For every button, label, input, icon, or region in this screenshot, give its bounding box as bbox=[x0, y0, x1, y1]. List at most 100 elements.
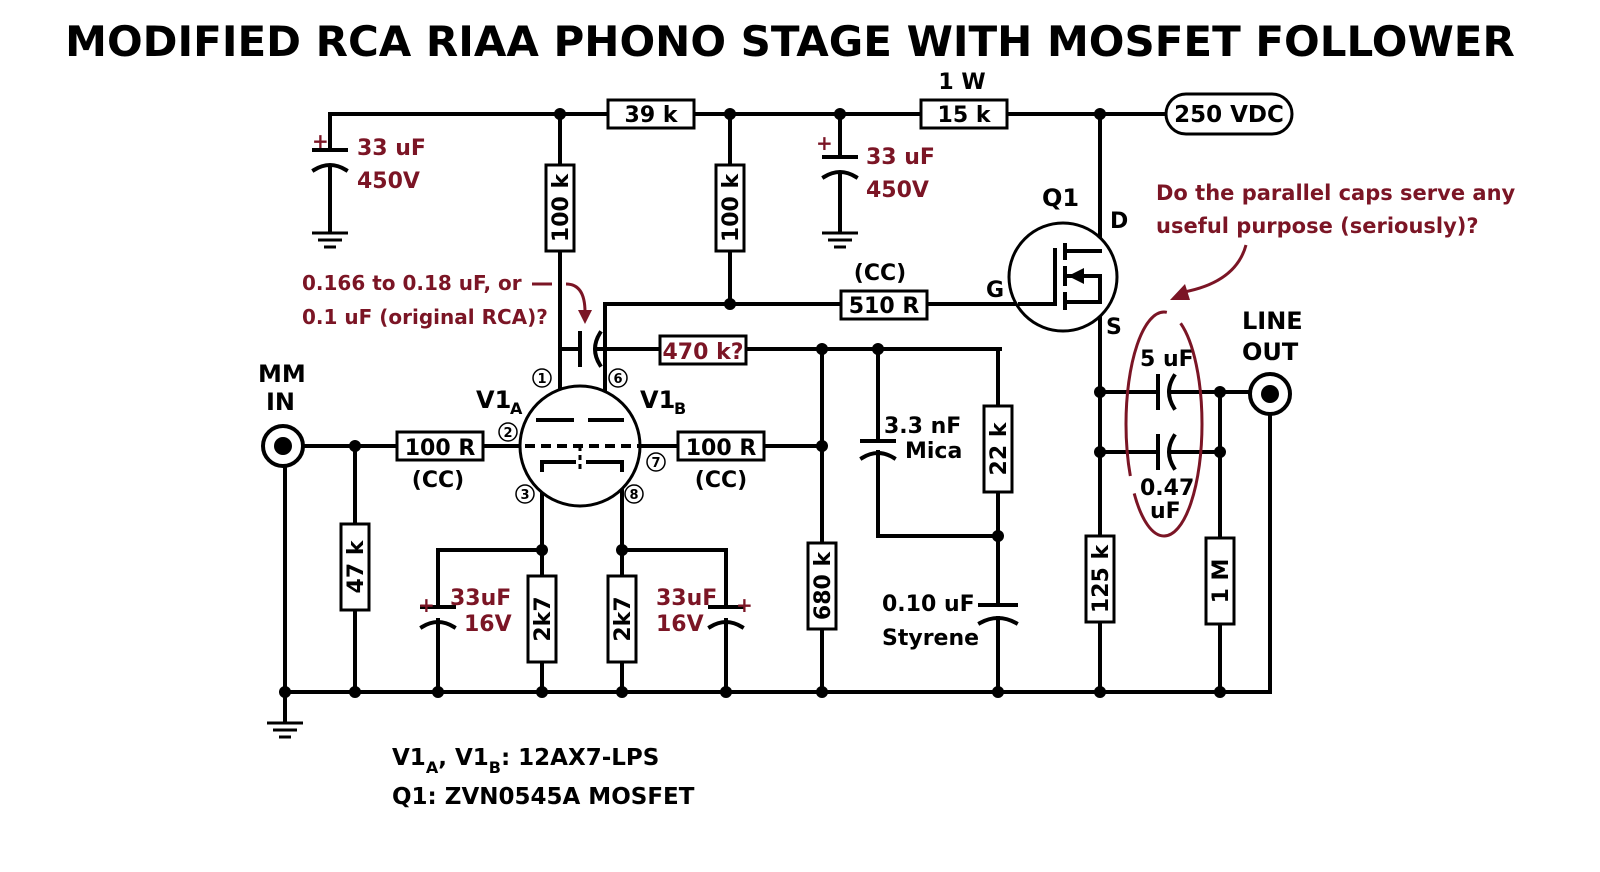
svg-text:3: 3 bbox=[520, 488, 529, 503]
svg-text:125 k: 125 k bbox=[1089, 544, 1114, 614]
cap-33uf-450v-left: + 33 uF 450V bbox=[311, 129, 426, 194]
cap-33uf-16v-b: + 33uF 16V bbox=[656, 586, 753, 637]
svg-text:250 VDC: 250 VDC bbox=[1174, 102, 1284, 128]
svg-text:3.3 nF: 3.3 nF bbox=[884, 414, 961, 439]
resistor-47k: 47 k bbox=[339, 522, 371, 612]
ground-symbol-left bbox=[312, 231, 348, 249]
svg-text:15 k: 15 k bbox=[938, 103, 992, 128]
svg-text:2: 2 bbox=[503, 426, 512, 441]
svg-text:(CC): (CC) bbox=[412, 468, 464, 493]
cap-33uf-16v-a: + 33uF 16V bbox=[418, 586, 512, 637]
line-out-jack[interactable] bbox=[1248, 372, 1292, 416]
svg-text:470 k?: 470 k? bbox=[663, 340, 744, 365]
svg-text:+: + bbox=[816, 131, 833, 155]
page-title: MODIFIED RCA RIAA PHONO STAGE WITH MOSFE… bbox=[65, 17, 1515, 66]
gate-label: G bbox=[986, 278, 1004, 303]
drain-label: D bbox=[1110, 209, 1128, 234]
svg-text:Mica: Mica bbox=[905, 439, 962, 464]
pin-number-7: 7 bbox=[646, 452, 666, 472]
svg-text:(CC): (CC) bbox=[854, 261, 906, 286]
supply-terminal: 250 VDC bbox=[1164, 92, 1294, 136]
coupling-capacitor bbox=[578, 330, 612, 368]
resistor-100k-a: 100 k bbox=[544, 163, 576, 253]
svg-text:680 k: 680 k bbox=[811, 551, 836, 621]
resistor-39k: 39 k bbox=[606, 98, 696, 130]
svg-text:+: + bbox=[312, 129, 329, 153]
parallel-caps-question: Do the parallel caps serve any useful pu… bbox=[1124, 181, 1516, 538]
svg-text:33 uF: 33 uF bbox=[866, 145, 935, 170]
svg-text:1 M: 1 M bbox=[1209, 559, 1234, 604]
cap-0-10uf-styrene: 0.10 uF Styrene bbox=[882, 592, 1019, 651]
svg-text:+: + bbox=[736, 593, 753, 617]
svg-text:2k7: 2k7 bbox=[611, 596, 636, 641]
svg-text:100 k: 100 k bbox=[549, 173, 574, 243]
svg-text:8: 8 bbox=[629, 488, 638, 503]
resistor-470k: 470 k? bbox=[658, 334, 748, 366]
svg-text:16V: 16V bbox=[464, 612, 512, 637]
mosfet-label: Q1 bbox=[1042, 184, 1079, 212]
svg-text:Styrene: Styrene bbox=[882, 626, 979, 651]
tube-v1 bbox=[518, 384, 642, 508]
resistor-1m: 1 M bbox=[1204, 536, 1236, 626]
svg-text:1 W: 1 W bbox=[938, 70, 985, 95]
resistor-22k: 22 k bbox=[982, 404, 1014, 494]
svg-text:V1A, V1B: 12AX7-LPS: V1A, V1B: 12AX7-LPS bbox=[392, 745, 659, 777]
svg-text:A: A bbox=[510, 399, 523, 418]
cap-5uf-output: 5 uF bbox=[1140, 347, 1194, 411]
svg-text:33uF: 33uF bbox=[656, 586, 717, 611]
svg-text:33uF: 33uF bbox=[450, 586, 511, 611]
resistor-2k7-a: 2k7 bbox=[526, 574, 558, 664]
resistor-100r-out: 100 R (CC) bbox=[676, 430, 766, 493]
tube-label-v1a: V1 A bbox=[476, 386, 523, 418]
svg-text:7: 7 bbox=[651, 456, 660, 471]
svg-text:510 R: 510 R bbox=[849, 294, 920, 319]
junction-dots bbox=[279, 108, 1226, 698]
svg-text:+: + bbox=[418, 593, 435, 617]
cap-value-annotation: 0.166 to 0.18 uF, or 0.1 uF (original RC… bbox=[302, 271, 592, 329]
resistor-2k7-b: 2k7 bbox=[606, 574, 638, 664]
ground-symbol-bottom bbox=[267, 721, 303, 739]
svg-text:2k7: 2k7 bbox=[531, 596, 556, 641]
svg-text:39 k: 39 k bbox=[625, 103, 679, 128]
svg-text:1: 1 bbox=[537, 372, 546, 387]
svg-text:V1: V1 bbox=[640, 386, 675, 414]
cap-3-3nf-mica: 3.3 nF Mica bbox=[859, 414, 962, 464]
svg-text:0.1 uF (original RCA)?: 0.1 uF (original RCA)? bbox=[302, 305, 548, 329]
svg-text:100 R: 100 R bbox=[405, 436, 476, 461]
resistor-100k-b: 100 k bbox=[714, 163, 746, 253]
line-out-label-1: LINE bbox=[1242, 307, 1303, 335]
cap-33uf-450v-mid: + 33 uF 450V bbox=[816, 131, 935, 203]
svg-text:6: 6 bbox=[613, 372, 622, 387]
svg-text:uF: uF bbox=[1150, 499, 1181, 524]
svg-text:0.47: 0.47 bbox=[1140, 476, 1194, 501]
resistor-510r: 510 R (CC) bbox=[839, 261, 929, 321]
parts-list-mosfet: Q1: ZVN0545A MOSFET bbox=[392, 784, 695, 810]
svg-text:16V: 16V bbox=[656, 612, 704, 637]
svg-text:Do the parallel caps serve any: Do the parallel caps serve any bbox=[1156, 181, 1516, 205]
mm-in-label-1: MM bbox=[258, 360, 306, 388]
mm-in-label-2: IN bbox=[266, 388, 295, 416]
svg-text:B: B bbox=[674, 399, 686, 418]
cap-047uf-output: 0.47 uF bbox=[1140, 433, 1194, 524]
resistor-100r-in: 100 R (CC) bbox=[395, 430, 485, 493]
resistor-680k: 680 k bbox=[806, 541, 838, 631]
svg-text:100 k: 100 k bbox=[719, 173, 744, 243]
pin-number-3: 3 bbox=[515, 484, 535, 504]
mm-in-jack[interactable] bbox=[261, 424, 305, 468]
line-out-label-2: OUT bbox=[1242, 338, 1299, 366]
svg-text:450V: 450V bbox=[866, 178, 929, 203]
tube-label-v1b: V1 B bbox=[640, 386, 686, 418]
parts-list-tube: V1A, V1B: 12AX7-LPS bbox=[392, 745, 659, 777]
resistor-15k: 15 k 1 W bbox=[919, 70, 1009, 130]
mosfet-q1 bbox=[1007, 221, 1119, 333]
svg-text:450V: 450V bbox=[357, 169, 420, 194]
svg-text:100 R: 100 R bbox=[686, 436, 757, 461]
source-label: S bbox=[1106, 315, 1122, 340]
svg-text:0.10 uF: 0.10 uF bbox=[882, 592, 975, 617]
svg-text:5 uF: 5 uF bbox=[1140, 347, 1194, 372]
ground-symbol-mid bbox=[822, 231, 858, 249]
resistor-125k: 125 k bbox=[1084, 534, 1116, 624]
svg-text:useful purpose (seriously)?: useful purpose (seriously)? bbox=[1156, 214, 1479, 238]
wires bbox=[283, 112, 1272, 724]
